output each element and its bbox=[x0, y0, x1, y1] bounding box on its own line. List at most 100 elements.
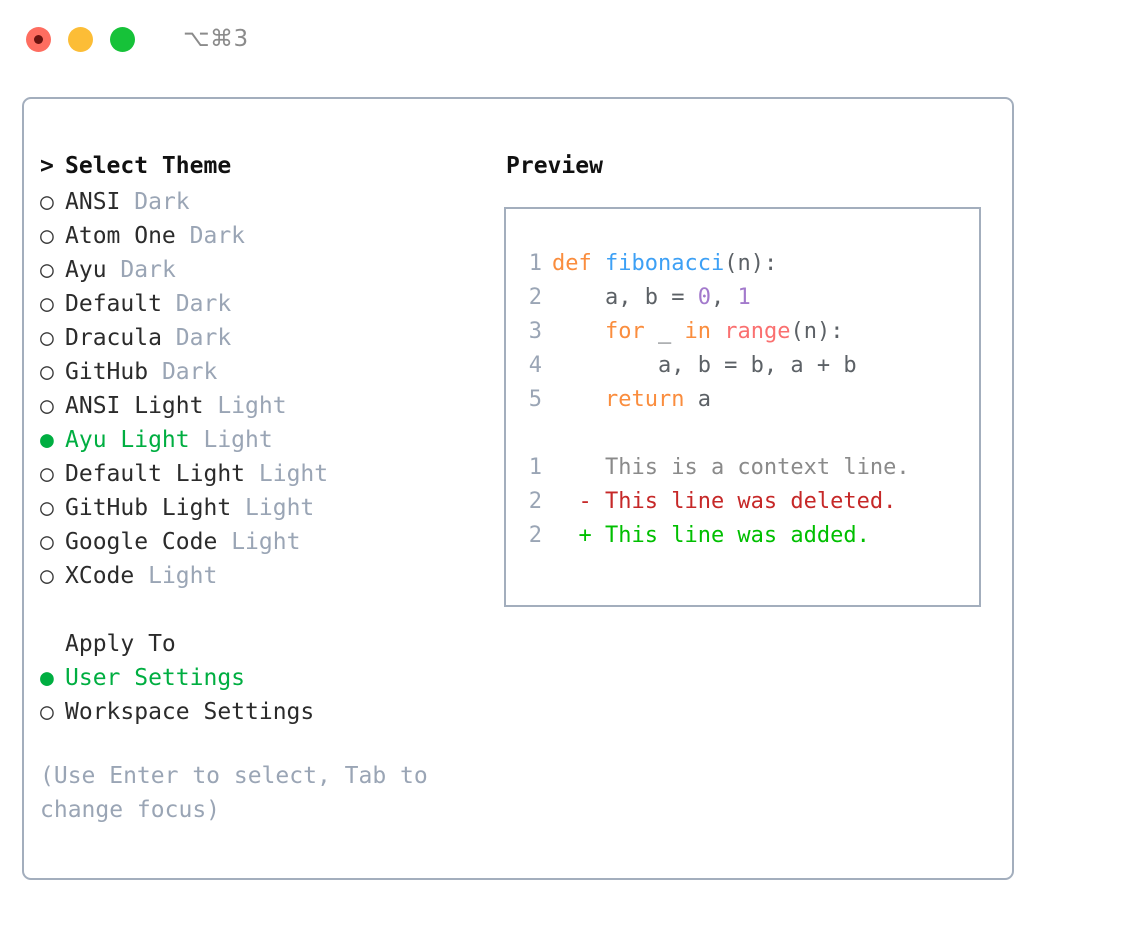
cursor-icon: > bbox=[40, 153, 54, 179]
line-number: 1 bbox=[528, 455, 542, 480]
line-number: 2 bbox=[528, 523, 542, 548]
theme-name: Atom One bbox=[65, 223, 176, 249]
radio-unselected-icon: ○ bbox=[40, 529, 54, 555]
theme-list-item[interactable]: ○ XCode Light bbox=[40, 559, 494, 593]
theme-list-item[interactable]: ●Ayu Light Light bbox=[40, 423, 494, 457]
diff-text: This is a context line. bbox=[604, 455, 910, 480]
code-line-content: a, b = b, a + b bbox=[552, 349, 857, 383]
code-token-plain: , bbox=[710, 285, 738, 310]
select-theme-header-label: Select Theme bbox=[65, 153, 232, 179]
radio-selected-icon: ● bbox=[40, 665, 54, 691]
theme-list-item[interactable]: ○Default Dark bbox=[40, 287, 494, 321]
list-spacer bbox=[40, 593, 494, 627]
recording-dot-icon bbox=[34, 34, 43, 44]
diff-text: This line was deleted. bbox=[604, 489, 897, 514]
theme-list-item[interactable]: ○Default Light Light bbox=[40, 457, 494, 491]
theme-list-item[interactable]: ○GitHub Dark bbox=[40, 355, 494, 389]
theme-name: XCode bbox=[65, 563, 135, 589]
theme-label-gap bbox=[162, 287, 176, 321]
apply-to-item[interactable]: ○Workspace Settings bbox=[40, 695, 494, 729]
theme-variant-badge: Dark bbox=[161, 359, 218, 385]
radio-unselected-icon: ○ bbox=[40, 495, 54, 521]
theme-label-gap bbox=[162, 321, 176, 355]
apply-to-heading-row: Apply To bbox=[40, 627, 494, 661]
theme-list-item[interactable]: ○Dracula Dark bbox=[40, 321, 494, 355]
theme-name: Ayu bbox=[65, 257, 107, 283]
select-theme-header: > Select Theme bbox=[40, 149, 494, 183]
theme-list-item[interactable]: ○ Ayu Dark bbox=[40, 253, 494, 287]
code-line-content: a, b = 0, 1 bbox=[552, 281, 751, 315]
radio-unselected-icon: ○ bbox=[40, 223, 54, 249]
code-token-punct: (n): bbox=[724, 251, 778, 276]
code-diff-spacer bbox=[520, 417, 979, 451]
code-token-plain: a, b = bbox=[552, 285, 698, 310]
window-shortcut-label: ⌥⌘3 bbox=[183, 26, 249, 52]
code-token-builtin: range bbox=[724, 319, 791, 344]
theme-list-item[interactable]: ○ANSI Light Light bbox=[40, 389, 494, 423]
code-token-plain: _ bbox=[644, 319, 685, 344]
theme-label-gap bbox=[120, 185, 134, 219]
keyboard-hint: (Use Enter to select, Tab to change focu… bbox=[40, 763, 428, 823]
theme-variant-badge: Light bbox=[148, 563, 218, 589]
theme-variant-badge: Light bbox=[203, 427, 273, 453]
code-token-kw: for bbox=[604, 319, 645, 344]
theme-label-gap bbox=[217, 525, 231, 559]
apply-to-label: Workspace Settings bbox=[65, 699, 315, 725]
code-token-plain bbox=[711, 319, 724, 344]
theme-label-gap bbox=[134, 559, 148, 593]
theme-list: ○ANSI Dark○Atom One Dark○Ayu Dark○Defaul… bbox=[40, 185, 494, 593]
diff-sign: + bbox=[552, 523, 605, 548]
theme-name: ANSI Light bbox=[65, 393, 204, 419]
radio-unselected-icon: ○ bbox=[40, 393, 54, 419]
theme-name: GitHub Light bbox=[65, 495, 232, 521]
maximize-button[interactable] bbox=[110, 26, 135, 52]
main-card: > Select Theme ○ANSI Dark○Atom One Dark○… bbox=[22, 97, 1014, 880]
code-token-kw: return bbox=[604, 387, 685, 412]
theme-name: Dracula bbox=[65, 325, 162, 351]
code-token-kw: def bbox=[552, 251, 605, 276]
line-number: 2 bbox=[528, 489, 542, 514]
radio-unselected-icon: ○ bbox=[40, 563, 54, 589]
radio-unselected-icon: ○ bbox=[40, 257, 54, 283]
diff-sample: 1 This is a context line.2 - This line w… bbox=[520, 451, 979, 553]
code-line-content: return a bbox=[552, 383, 711, 417]
theme-list-item[interactable]: ○ GitHub Light Light bbox=[40, 491, 494, 525]
theme-label-gap bbox=[176, 219, 190, 253]
apply-to-label: User Settings bbox=[65, 665, 246, 691]
apply-to-item[interactable]: ● User Settings bbox=[40, 661, 494, 695]
code-line: 2 a, b = 0, 1 bbox=[520, 281, 979, 315]
diff-line: 2 + This line was added. bbox=[520, 519, 979, 553]
theme-variant-badge: Dark bbox=[189, 223, 246, 249]
theme-name: Google Code bbox=[65, 529, 218, 555]
apply-to-list: ● User Settings ○Workspace Settings bbox=[40, 661, 494, 729]
diff-sign bbox=[552, 451, 605, 485]
code-token-plain: a bbox=[684, 387, 711, 412]
code-line-content: for _ in range(n): bbox=[552, 315, 843, 349]
theme-list-item[interactable]: ○ Atom One Dark bbox=[40, 219, 494, 253]
theme-variant-badge: Dark bbox=[120, 257, 176, 283]
theme-list-item[interactable]: ○ANSI Dark bbox=[40, 185, 494, 219]
minimize-button[interactable] bbox=[68, 26, 93, 52]
diff-sign: - bbox=[552, 489, 605, 514]
diff-line: 2 - This line was deleted. bbox=[520, 485, 979, 519]
window-titlebar: ⌥⌘3 bbox=[0, 0, 1140, 78]
code-line: 3 for _ in range(n): bbox=[520, 315, 979, 349]
theme-variant-badge: Dark bbox=[175, 325, 232, 351]
theme-name: ANSI bbox=[65, 189, 121, 215]
line-number: 3 bbox=[528, 319, 542, 344]
diff-line: 1 This is a context line. bbox=[520, 451, 979, 485]
theme-variant-badge: Dark bbox=[175, 291, 232, 317]
theme-name: Default bbox=[65, 291, 162, 317]
theme-list-item[interactable]: ○Google Code Light bbox=[40, 525, 494, 559]
close-button[interactable] bbox=[26, 26, 51, 52]
theme-variant-badge: Light bbox=[245, 495, 315, 521]
theme-label-gap bbox=[107, 253, 121, 287]
code-line: 4 a, b = b, a + b bbox=[520, 349, 979, 383]
line-number: 5 bbox=[528, 387, 542, 412]
code-token-punct: (n): bbox=[790, 319, 844, 344]
